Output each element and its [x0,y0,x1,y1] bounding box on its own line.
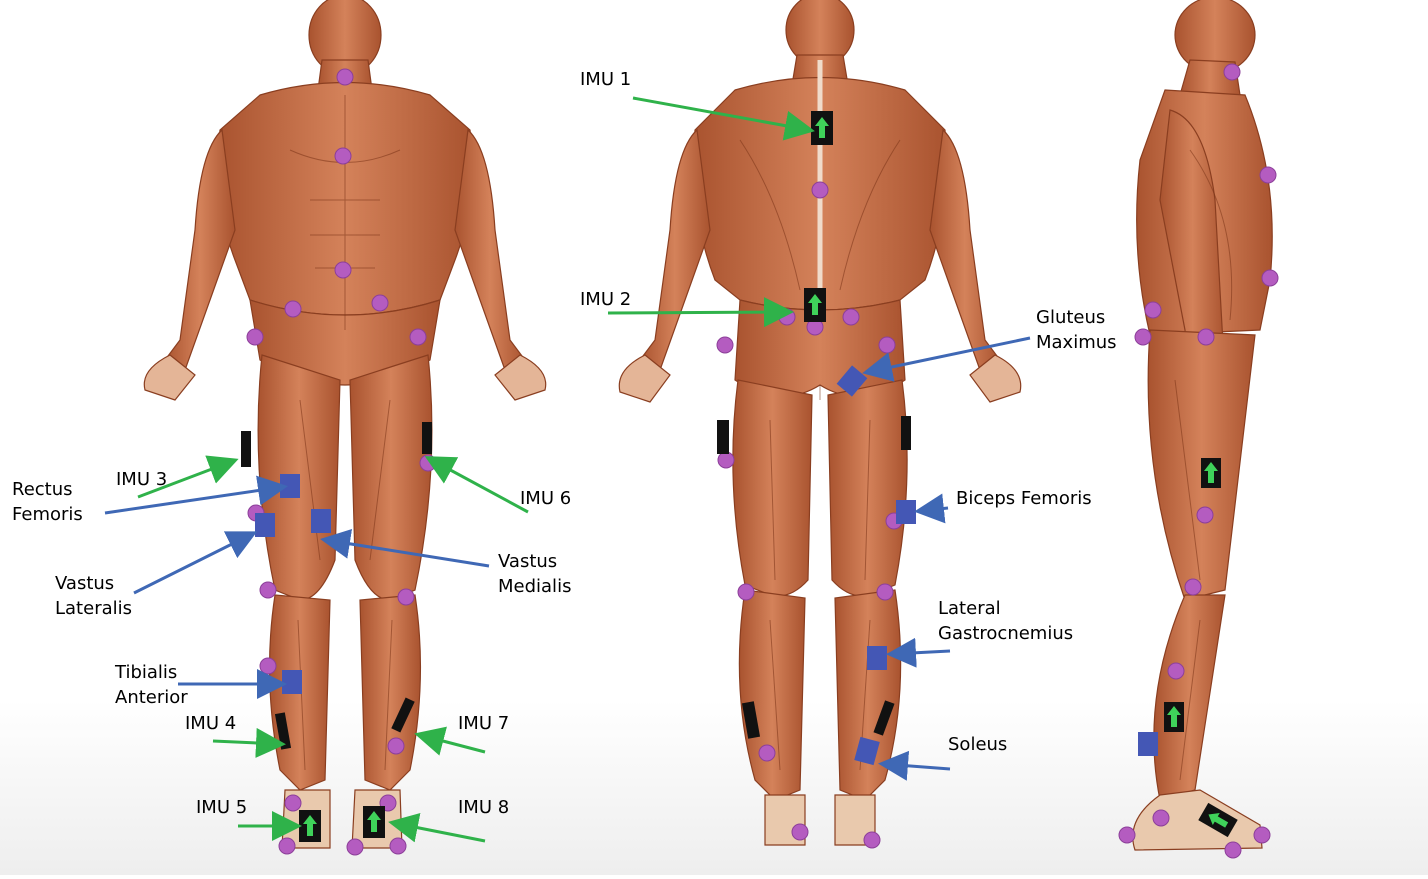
side-shank-imu [1164,702,1184,732]
arrow-imu-6 [430,459,528,512]
marker-dot-35 [1145,302,1161,318]
emg-sensor-biceps-femoris [896,500,916,524]
imu-5-body [299,810,321,842]
marker-dot-30 [792,824,808,840]
marker-dot-39 [1185,579,1201,595]
imu-3-body [241,431,251,467]
marker-dot-14 [285,795,301,811]
marker-dot-22 [843,309,859,325]
label-vastus-medialis-line1: Vastus [498,550,557,574]
imu-8-body [363,806,385,838]
marker-dot-44 [1254,827,1270,843]
label-imu-3: IMU 3 [116,468,167,492]
label-tibialis-anterior-line2: Anterior [115,686,188,710]
imu-1-body [811,111,833,145]
back-left-arm [930,130,1000,370]
marker-dot-11 [398,589,414,605]
emg-sensor-side-emg [1138,732,1158,756]
label-vastus-lateralis-line1: Vastus [55,572,114,596]
marker-dot-42 [1119,827,1135,843]
marker-dot-43 [1225,842,1241,858]
marker-dot-19 [812,182,828,198]
label-imu-7: IMU 7 [458,712,509,736]
marker-dot-31 [864,832,880,848]
emg-sensor-vastus-medialis [311,509,331,533]
marker-dot-2 [335,148,351,164]
label-vastus-medialis-line2: Medialis [498,575,571,599]
marker-dot-23 [717,337,733,353]
label-biceps-femoris: Biceps Femoris [956,487,1092,511]
back-right-thigh-imu [717,420,729,454]
marker-dot-32 [1224,64,1240,80]
label-rectus-femoris-line2: Femoris [12,503,83,527]
label-imu-4: IMU 4 [185,712,236,736]
arrow-biceps-femoris [920,508,948,511]
imu-6-body [422,422,432,454]
label-gluteus-maximus-line1: Gluteus [1036,306,1105,330]
label-lateral-gastrocnemius-line2: Gastrocnemius [938,622,1073,646]
emg-sensor-tibialis-anterior [282,670,302,694]
marker-dot-13 [388,738,404,754]
label-soleus: Soleus [948,733,1007,757]
marker-dot-27 [738,584,754,600]
front-left-thigh [350,355,432,600]
marker-dot-12 [260,658,276,674]
label-imu-5: IMU 5 [196,796,247,820]
marker-dot-6 [247,329,263,345]
label-imu-2: IMU 2 [580,288,631,312]
marker-dot-8 [420,455,436,471]
side-thigh-imu [1201,458,1221,488]
emg-sensor-rectus-femoris [280,474,300,498]
marker-dot-24 [879,337,895,353]
marker-dot-33 [1260,167,1276,183]
emg-sensor-lateral-gastrocnemius [867,646,887,670]
marker-dot-25 [718,452,734,468]
label-lateral-gastrocnemius-line1: Lateral [938,597,1001,621]
marker-dot-17 [390,838,406,854]
back-right-arm [640,130,710,370]
marker-dot-29 [759,745,775,761]
marker-dot-40 [1168,663,1184,679]
emg-sensor-vastus-lateralis [255,513,275,537]
marker-dot-16 [279,838,295,854]
arrow-imu-2 [608,312,788,313]
marker-dot-28 [877,584,893,600]
label-tibialis-anterior-line1: Tibialis [115,661,177,685]
marker-dot-34 [1262,270,1278,286]
front-right-arm [165,130,235,370]
front-left-arm [455,130,525,370]
arrow-vastus-lateralis [134,534,252,593]
label-vastus-lateralis-line2: Lateralis [55,597,132,621]
label-imu-1: IMU 1 [580,68,631,92]
marker-dot-36 [1135,329,1151,345]
back-left-thigh-imu [901,416,911,450]
marker-dot-4 [285,301,301,317]
marker-dot-37 [1198,329,1214,345]
marker-dot-38 [1197,507,1213,523]
marker-dot-41 [1153,810,1169,826]
label-imu-8: IMU 8 [458,796,509,820]
marker-dot-18 [347,839,363,855]
label-rectus-femoris-line1: Rectus [12,478,73,502]
marker-dot-7 [410,329,426,345]
front-left-shin [360,595,420,790]
marker-dot-5 [372,295,388,311]
marker-dot-10 [260,582,276,598]
label-gluteus-maximus-line2: Maximus [1036,331,1117,355]
marker-dot-1 [337,69,353,85]
label-imu-6: IMU 6 [520,487,571,511]
marker-dot-3 [335,262,351,278]
imu-2-body [804,288,826,322]
